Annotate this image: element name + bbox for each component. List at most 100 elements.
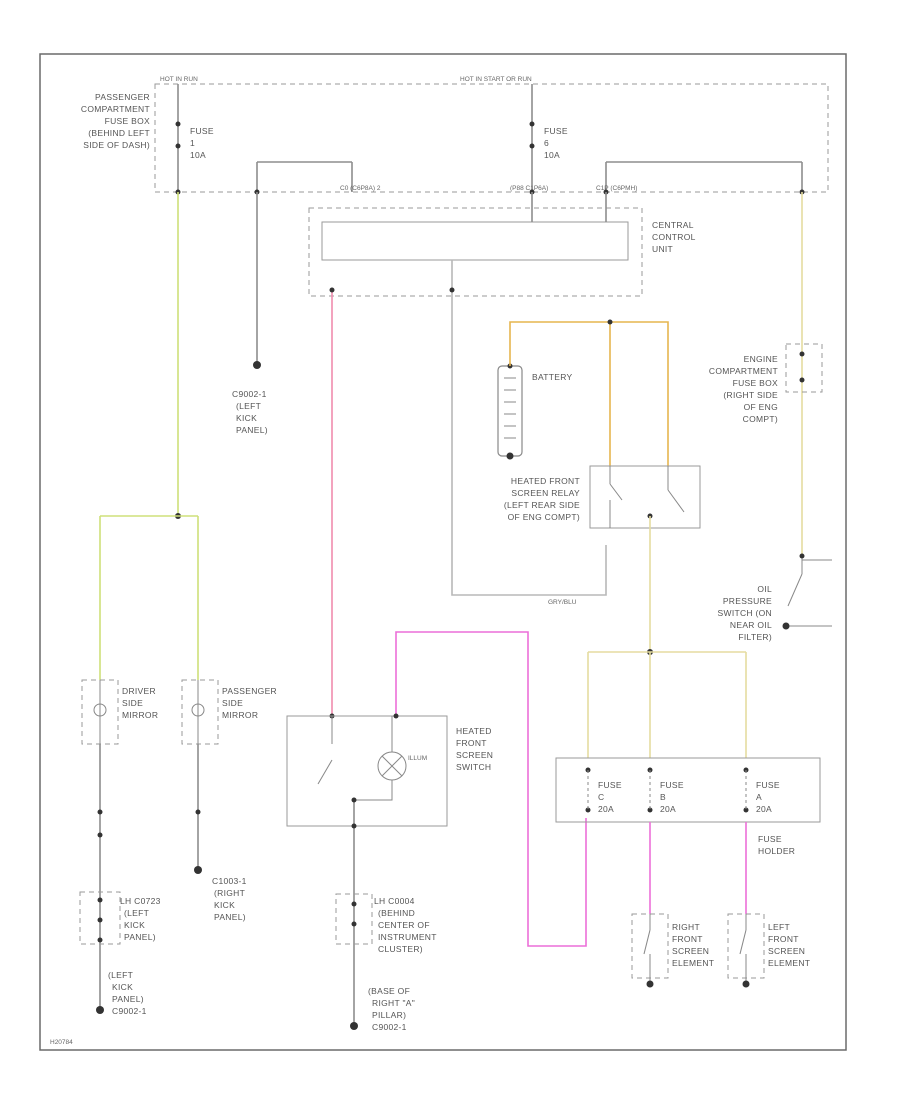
svg-text:COMPARTMENT: COMPARTMENT <box>81 104 150 114</box>
svg-text:20A: 20A <box>756 804 772 814</box>
svg-text:OF ENG: OF ENG <box>744 402 778 412</box>
svg-text:FRONT: FRONT <box>672 934 703 944</box>
svg-text:UNIT: UNIT <box>652 244 673 254</box>
hot-run-label: HOT IN RUN <box>160 76 198 83</box>
svg-text:(LEFT: (LEFT <box>108 970 133 980</box>
svg-text:PANEL): PANEL) <box>236 425 268 435</box>
svg-text:KICK: KICK <box>124 920 145 930</box>
svg-text:(BEHIND: (BEHIND <box>378 908 415 918</box>
oil-pressure-switch: OIL PRESSURE SWITCH (ON NEAR OIL FILTER) <box>718 553 832 642</box>
diagram-code: H20784 <box>50 1039 73 1046</box>
svg-text:HEATED: HEATED <box>456 726 492 736</box>
svg-text:CENTER OF: CENTER OF <box>378 920 430 930</box>
svg-text:FUSE: FUSE <box>758 834 782 844</box>
svg-text:DRIVER: DRIVER <box>122 686 156 696</box>
svg-text:(RIGHT: (RIGHT <box>214 888 245 898</box>
svg-text:(RIGHT SIDE: (RIGHT SIDE <box>723 390 778 400</box>
passenger-fuse-box-label: PASSENGER COMPARTMENT FUSE BOX (BEHIND L… <box>81 92 150 150</box>
passenger-side-mirror: PASSENGER SIDE MIRROR <box>181 679 277 745</box>
ground-left-kick-c9002 <box>96 1006 104 1014</box>
svg-text:HOLDER: HOLDER <box>758 846 795 856</box>
svg-text:C9002-1: C9002-1 <box>232 389 267 399</box>
connector-c0-label: C0 (C6P8A) 2 <box>340 185 381 192</box>
left-front-screen-element: LEFT FRONT SCREEN ELEMENT <box>727 913 810 988</box>
svg-text:(LEFT: (LEFT <box>236 401 261 411</box>
svg-text:20A: 20A <box>598 804 614 814</box>
svg-text:PASSENGER: PASSENGER <box>95 92 150 102</box>
svg-text:OIL: OIL <box>757 584 772 594</box>
svg-text:FUSE: FUSE <box>190 126 214 136</box>
diagram-frame <box>39 53 847 1051</box>
svg-text:RIGHT: RIGHT <box>672 922 700 932</box>
central-control-unit <box>321 221 629 261</box>
svg-text:C9002-1: C9002-1 <box>112 1006 147 1016</box>
svg-text:ENGINE: ENGINE <box>744 354 778 364</box>
heated-front-screen-switch: ILLUM HEATED FRONT SCREEN SWITCH <box>286 715 493 827</box>
svg-text:CONTROL: CONTROL <box>652 232 696 242</box>
lh-c0723-label: LH C0723 (LEFT KICK PANEL) <box>120 896 161 942</box>
svg-text:B: B <box>660 792 666 802</box>
svg-text:KICK: KICK <box>236 413 257 423</box>
svg-text:C9002-1: C9002-1 <box>372 1022 407 1032</box>
ground-c9002-left-kick <box>253 361 261 369</box>
ground-right-kick-label: C1003-1 (RIGHT KICK PANEL) <box>212 876 247 922</box>
svg-text:FUSE: FUSE <box>598 780 622 790</box>
svg-text:KICK: KICK <box>214 900 235 910</box>
svg-text:NEAR OIL: NEAR OIL <box>730 620 772 630</box>
svg-text:PANEL): PANEL) <box>112 994 144 1004</box>
svg-text:INSTRUMENT: INSTRUMENT <box>378 932 437 942</box>
svg-text:MIRROR: MIRROR <box>122 710 158 720</box>
connector-c2-label: C1P (C6PMH) <box>596 185 637 192</box>
lh-c0004-label: LH C0004 (BEHIND CENTER OF INSTRUMENT CL… <box>374 896 437 954</box>
svg-text:(LEFT: (LEFT <box>124 908 149 918</box>
svg-text:SWITCH (ON: SWITCH (ON <box>718 608 772 618</box>
svg-text:BATTERY: BATTERY <box>532 372 573 382</box>
svg-text:ILLUM: ILLUM <box>408 755 427 762</box>
svg-text:FUSE: FUSE <box>756 780 780 790</box>
fuse-1: FUSE 1 10A <box>175 84 214 192</box>
svg-text:10A: 10A <box>544 150 560 160</box>
wire-grey-blue-label: GRY/BLU <box>548 599 577 606</box>
svg-text:OF ENG COMPT): OF ENG COMPT) <box>508 512 580 522</box>
engine-fuse-box-label: ENGINE COMPARTMENT FUSE BOX (RIGHT SIDE … <box>709 354 778 424</box>
central-control-unit-label: CENTRAL CONTROL UNIT <box>652 220 696 254</box>
svg-text:LH C0004: LH C0004 <box>374 896 415 906</box>
svg-text:MIRROR: MIRROR <box>222 710 258 720</box>
central-control-unit-outline <box>308 207 643 297</box>
svg-text:(BASE OF: (BASE OF <box>368 986 410 996</box>
svg-text:C: C <box>598 792 604 802</box>
svg-text:PILLAR): PILLAR) <box>372 1010 406 1020</box>
svg-text:CENTRAL: CENTRAL <box>652 220 694 230</box>
svg-text:(LEFT REAR SIDE: (LEFT REAR SIDE <box>504 500 580 510</box>
svg-text:FRONT: FRONT <box>768 934 799 944</box>
svg-text:LEFT: LEFT <box>768 922 790 932</box>
svg-text:PANEL): PANEL) <box>214 912 246 922</box>
svg-text:SIDE OF DASH): SIDE OF DASH) <box>83 140 150 150</box>
svg-text:FUSE: FUSE <box>544 126 568 136</box>
hot-accy-label: HOT IN START OR RUN <box>460 76 532 83</box>
svg-text:C1003-1: C1003-1 <box>212 876 247 886</box>
svg-text:PASSENGER: PASSENGER <box>222 686 277 696</box>
svg-text:10A: 10A <box>190 150 206 160</box>
svg-text:HEATED FRONT: HEATED FRONT <box>511 476 580 486</box>
ground-left-kick-label: C9002-1 (LEFT KICK PANEL) <box>232 389 268 435</box>
svg-text:SCREEN RELAY: SCREEN RELAY <box>511 488 580 498</box>
svg-text:FRONT: FRONT <box>456 738 487 748</box>
battery: BATTERY <box>497 363 573 460</box>
svg-text:FILTER): FILTER) <box>738 632 772 642</box>
svg-text:ELEMENT: ELEMENT <box>768 958 810 968</box>
svg-text:COMPARTMENT: COMPARTMENT <box>709 366 778 376</box>
svg-text:LH C0723: LH C0723 <box>120 896 161 906</box>
svg-text:PANEL): PANEL) <box>124 932 156 942</box>
svg-text:FUSE BOX: FUSE BOX <box>733 378 778 388</box>
left-kick-c9002-label: (LEFT KICK PANEL) C9002-1 <box>108 970 147 1016</box>
right-front-screen-element: RIGHT FRONT SCREEN ELEMENT <box>631 913 714 988</box>
svg-text:SCREEN: SCREEN <box>456 750 493 760</box>
svg-text:CLUSTER): CLUSTER) <box>378 944 423 954</box>
svg-text:FUSE: FUSE <box>660 780 684 790</box>
ground-right-kick-c1003 <box>194 866 202 874</box>
svg-text:SCREEN: SCREEN <box>768 946 805 956</box>
svg-text:SWITCH: SWITCH <box>456 762 491 772</box>
passenger-fuse-box-outline <box>154 83 829 193</box>
